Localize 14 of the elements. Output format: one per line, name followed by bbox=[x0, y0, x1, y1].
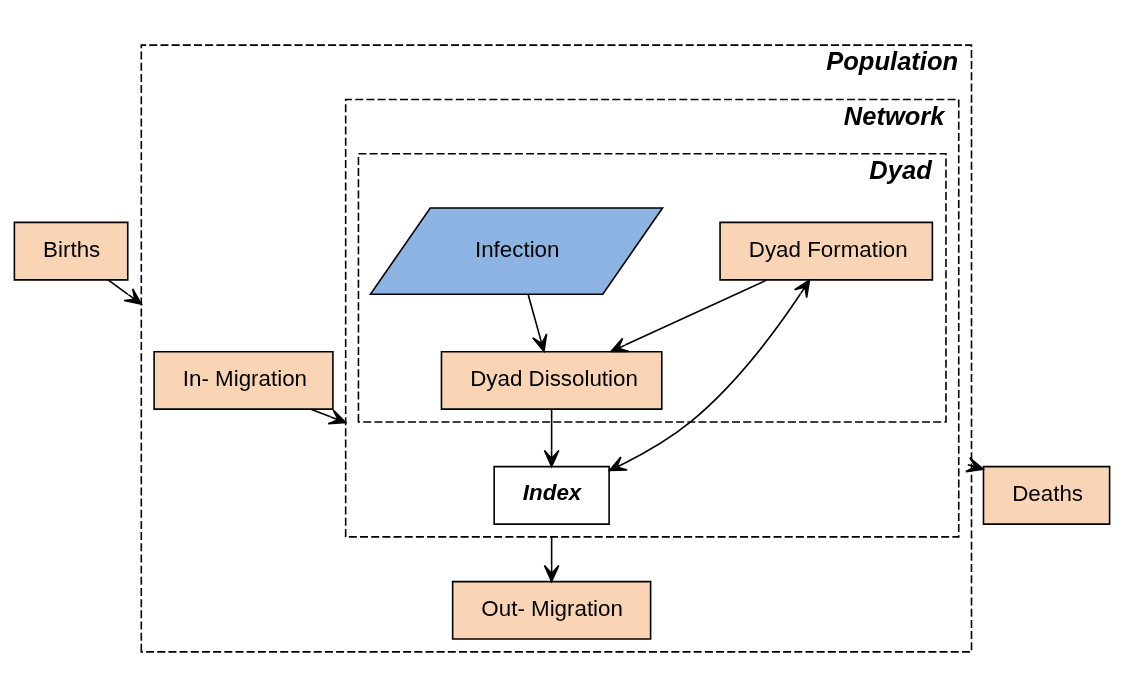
node-box: Index bbox=[493, 465, 610, 525]
arrow bbox=[310, 407, 347, 424]
arrow bbox=[527, 293, 548, 352]
arrow bbox=[610, 278, 768, 352]
arrow bbox=[543, 408, 560, 467]
node-box: Dyad Formation bbox=[719, 221, 934, 281]
node-box: In- Migration bbox=[153, 350, 334, 410]
arrow bbox=[107, 278, 143, 305]
arrow bbox=[608, 278, 811, 471]
node-box: Dyad Dissolution bbox=[440, 350, 663, 410]
arrow bbox=[543, 535, 560, 582]
node-box: Births bbox=[13, 221, 129, 281]
node-box: Deaths bbox=[982, 465, 1111, 525]
node-box: Out- Migration bbox=[451, 580, 652, 640]
